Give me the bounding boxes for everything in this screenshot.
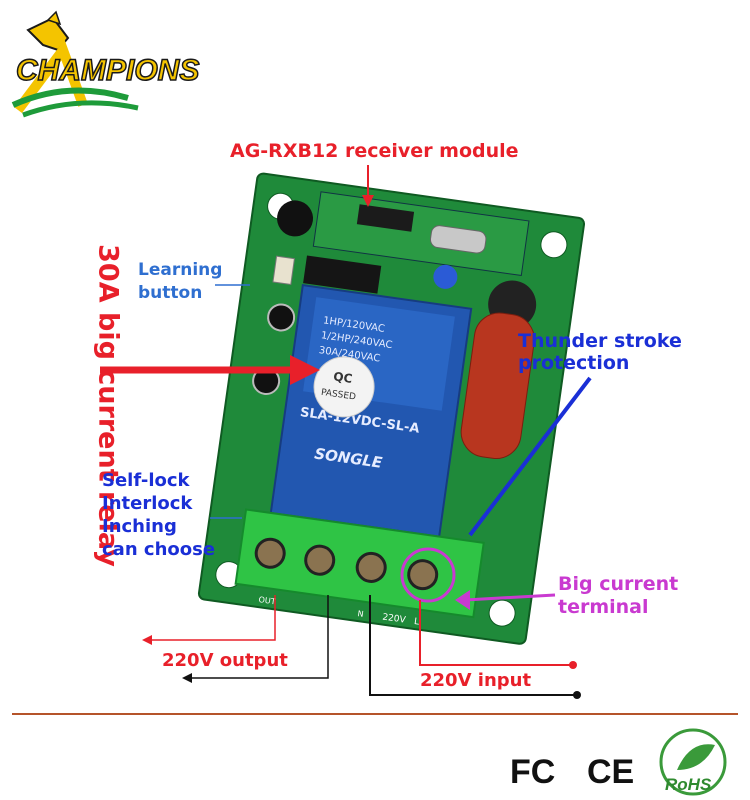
svg-text:N: N: [357, 609, 364, 619]
svg-text:220V: 220V: [382, 613, 407, 626]
certification-logos: FC CE RoHS: [510, 728, 727, 796]
svg-text:PASSED: PASSED: [320, 388, 356, 403]
mode-label-line4: can choose: [102, 539, 216, 560]
thunder-capacitor: [460, 312, 535, 459]
mode-label-line2: Interlock: [102, 493, 193, 514]
mount-hole: [540, 231, 568, 259]
terminal-highlight-circle: [400, 547, 456, 603]
input-label: 220V input: [420, 670, 532, 691]
capacitor-blue: [433, 264, 458, 289]
divider-line: [12, 713, 738, 715]
output-label: 220V output: [162, 650, 288, 671]
rohs-logo: RoHS: [665, 775, 712, 794]
letter-a-swoosh: [14, 39, 88, 113]
svg-text:OUT: OUT: [258, 595, 276, 606]
terminal-label-line1: Big current: [558, 573, 679, 595]
brand-name: CHAMPIONS: [16, 54, 199, 87]
learning-button-part: [272, 255, 295, 286]
svg-text:QC: QC: [332, 369, 353, 386]
mode-label-line3: Inching: [102, 516, 177, 537]
terminal-label-line2: terminal: [558, 596, 649, 618]
champions-logo: CHAMPIONS: [11, 10, 200, 118]
mount-hole: [488, 599, 516, 627]
learning-label-line2: button: [138, 283, 203, 303]
module-chip: [356, 204, 415, 232]
thunder-label-line2: protection: [518, 352, 630, 374]
fcc-logo: FC: [510, 753, 555, 791]
svg-text:L: L: [413, 617, 419, 628]
antenna-coil: [277, 200, 314, 237]
ic-chip: [303, 255, 382, 294]
qc-sticker: [313, 356, 375, 418]
crystal: [429, 225, 487, 254]
thunder-label-line1: Thunder stroke: [518, 330, 682, 352]
receiver-module-label: AG-RXB12 receiver module: [230, 140, 519, 162]
ce-logo: CE: [587, 753, 634, 791]
mode-label-line1: Self-lock: [102, 470, 190, 491]
learning-label-line1: Learning: [138, 260, 223, 280]
